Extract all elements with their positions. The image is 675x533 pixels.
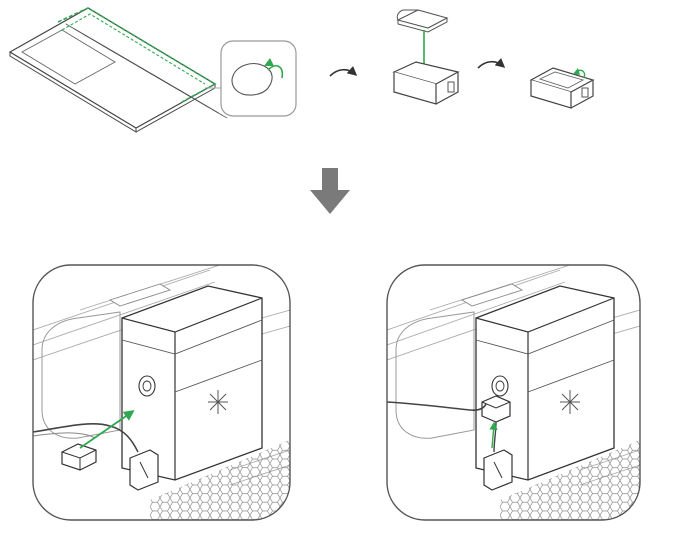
sticker-applied-to-module bbox=[392, 9, 460, 105]
keyboard-key bbox=[212, 109, 228, 119]
keyboard-frame-illustration bbox=[8, 7, 228, 133]
module-with-sticker bbox=[529, 67, 595, 109]
curved-arrow-icon bbox=[329, 65, 358, 77]
laser-icon bbox=[208, 390, 228, 414]
laser-icon bbox=[560, 390, 580, 414]
install-panel-before bbox=[32, 264, 291, 521]
down-arrow-icon bbox=[310, 168, 350, 214]
sticker-peel-detail bbox=[205, 40, 297, 117]
curved-arrow-icon bbox=[477, 57, 506, 69]
install-panel-after bbox=[386, 264, 641, 521]
